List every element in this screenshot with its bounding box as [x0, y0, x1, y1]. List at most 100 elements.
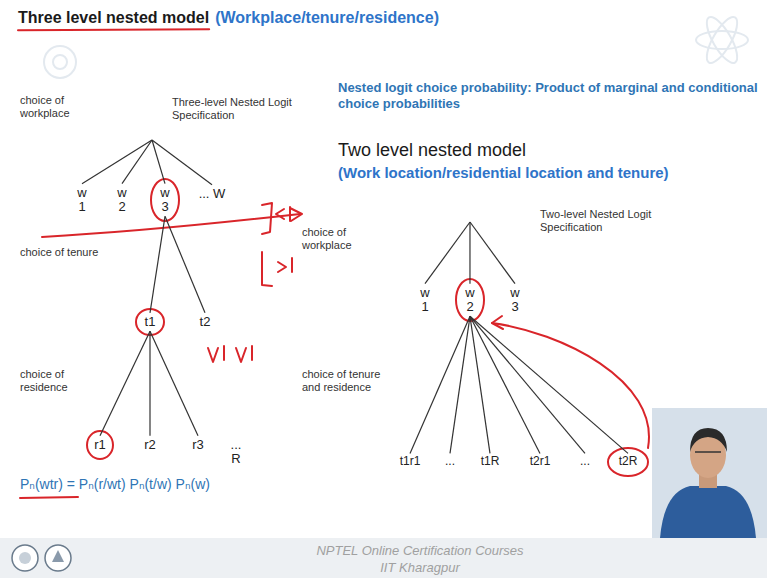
ink-arrowhead [290, 208, 302, 221]
root-branch [122, 140, 152, 184]
tree-node: w 2 [463, 285, 476, 316]
node-text: w 3 [160, 186, 169, 215]
ink-circle [608, 448, 648, 476]
model-caption: Three-level Nested Logit Specification [172, 96, 308, 122]
tree-node: ... R [229, 437, 244, 468]
level-label: choice of workplace [302, 226, 370, 252]
watermark-gear [53, 55, 67, 69]
node-text: t1r1 [400, 455, 421, 468]
ink-underline [20, 497, 78, 498]
node-text: ... R [231, 438, 242, 467]
tree-branch [470, 316, 628, 453]
footer-band [0, 538, 767, 578]
presenter-photo [652, 408, 767, 538]
tree-branch [470, 316, 540, 453]
tree-branch [150, 331, 198, 436]
watermark-atom [696, 31, 748, 49]
node-text: r1 [94, 438, 106, 452]
ink-arrowhead [492, 316, 503, 329]
watermark-atom [701, 13, 743, 67]
tree-branch [150, 216, 165, 313]
presenter-body [660, 486, 756, 538]
presenter-glasses [695, 451, 721, 453]
subtitle: (Work location/residential location and … [338, 164, 669, 182]
watermark-atom [701, 13, 743, 67]
formula: Pₙ(wtr) = Pₙ(r/wt) Pₙ(t/w) Pₙ(w) [20, 476, 210, 493]
title-row: Three level nested model (Workplace/tenur… [18, 8, 439, 27]
ink-circle [151, 179, 179, 221]
ink-underline [18, 29, 209, 30]
tree-branch [100, 331, 150, 436]
presenter-hair [690, 428, 727, 452]
tree-branch [450, 316, 470, 453]
model-caption: Two-level Nested Logit Specification [540, 208, 676, 234]
node-text: t1 [145, 315, 156, 329]
node-text: ... [580, 455, 590, 468]
tree-node: t2r1 [528, 454, 553, 469]
tree-node: t1r1 [398, 454, 423, 469]
level-label: choice of residence [20, 368, 88, 394]
root-branch [469, 222, 470, 284]
nptel-logo [45, 545, 71, 571]
node-text: r2 [144, 438, 156, 452]
ink-scribble [276, 207, 290, 221]
section-heading: Two level nested model [338, 140, 526, 162]
tree-node: r1 [92, 437, 108, 453]
node-text: ... W [199, 187, 226, 201]
node-text: w 1 [77, 186, 86, 215]
node-text: w 2 [117, 186, 126, 215]
ink-scribble [208, 346, 252, 362]
level-label: choice of tenure and residence [302, 368, 396, 394]
node-text: w 3 [510, 286, 519, 315]
root-branch [152, 140, 212, 185]
root-branch [470, 222, 515, 284]
tree-node: w 3 [158, 185, 171, 216]
photo-background [652, 408, 767, 538]
footer-text: NPTEL Online Certification Courses [240, 543, 600, 559]
tree-node: t1R [479, 454, 502, 469]
tree-branch [410, 316, 470, 453]
ink-scribble [278, 258, 292, 272]
tree-node: ... [578, 454, 592, 469]
slide-title: Three level nested model [18, 8, 209, 27]
ink-bracket [262, 252, 272, 286]
root-branch [152, 140, 165, 184]
level-label: choice of tenure [20, 246, 98, 259]
node-text: w 1 [420, 286, 429, 315]
node-text: ... [445, 455, 455, 468]
ink-bracket [262, 203, 272, 234]
node-text: r3 [192, 438, 204, 452]
level-label: choice of workplace [20, 94, 88, 120]
watermark-gear [44, 46, 76, 78]
tree-node: ... W [197, 186, 228, 202]
node-text: t2 [200, 315, 211, 329]
tree-node: w 2 [115, 185, 128, 216]
tree-node: w 1 [418, 285, 431, 316]
footer-text: IIT Kharagpur [240, 560, 600, 576]
tree-branch [470, 316, 585, 453]
node-text: w 2 [465, 286, 474, 315]
root-branch [425, 222, 470, 284]
root-branch [82, 140, 152, 184]
note-text: Nested logit choice probability: Product… [338, 80, 758, 111]
tree-node: t1 [143, 314, 158, 330]
tree-branch [149, 331, 150, 436]
tree-node: t2 [198, 314, 213, 330]
institute-logo [19, 552, 31, 564]
ink-arrow [492, 323, 649, 448]
node-text: t1R [481, 455, 500, 468]
ink-circle [456, 279, 484, 321]
subtitle: (Workplace/tenure/residence) [215, 8, 439, 27]
nptel-logo [52, 550, 64, 562]
tree-node: w 3 [508, 285, 521, 316]
institute-logo [12, 545, 38, 571]
tree-node: r2 [142, 437, 158, 453]
tree-node: r3 [190, 437, 206, 453]
tree-node: w 1 [75, 185, 88, 216]
ink-circle [136, 309, 164, 335]
node-text: t2R [619, 455, 638, 468]
tree-node: t2R [617, 454, 640, 469]
tree-node: ... [443, 454, 457, 469]
node-text: t2r1 [530, 455, 551, 468]
